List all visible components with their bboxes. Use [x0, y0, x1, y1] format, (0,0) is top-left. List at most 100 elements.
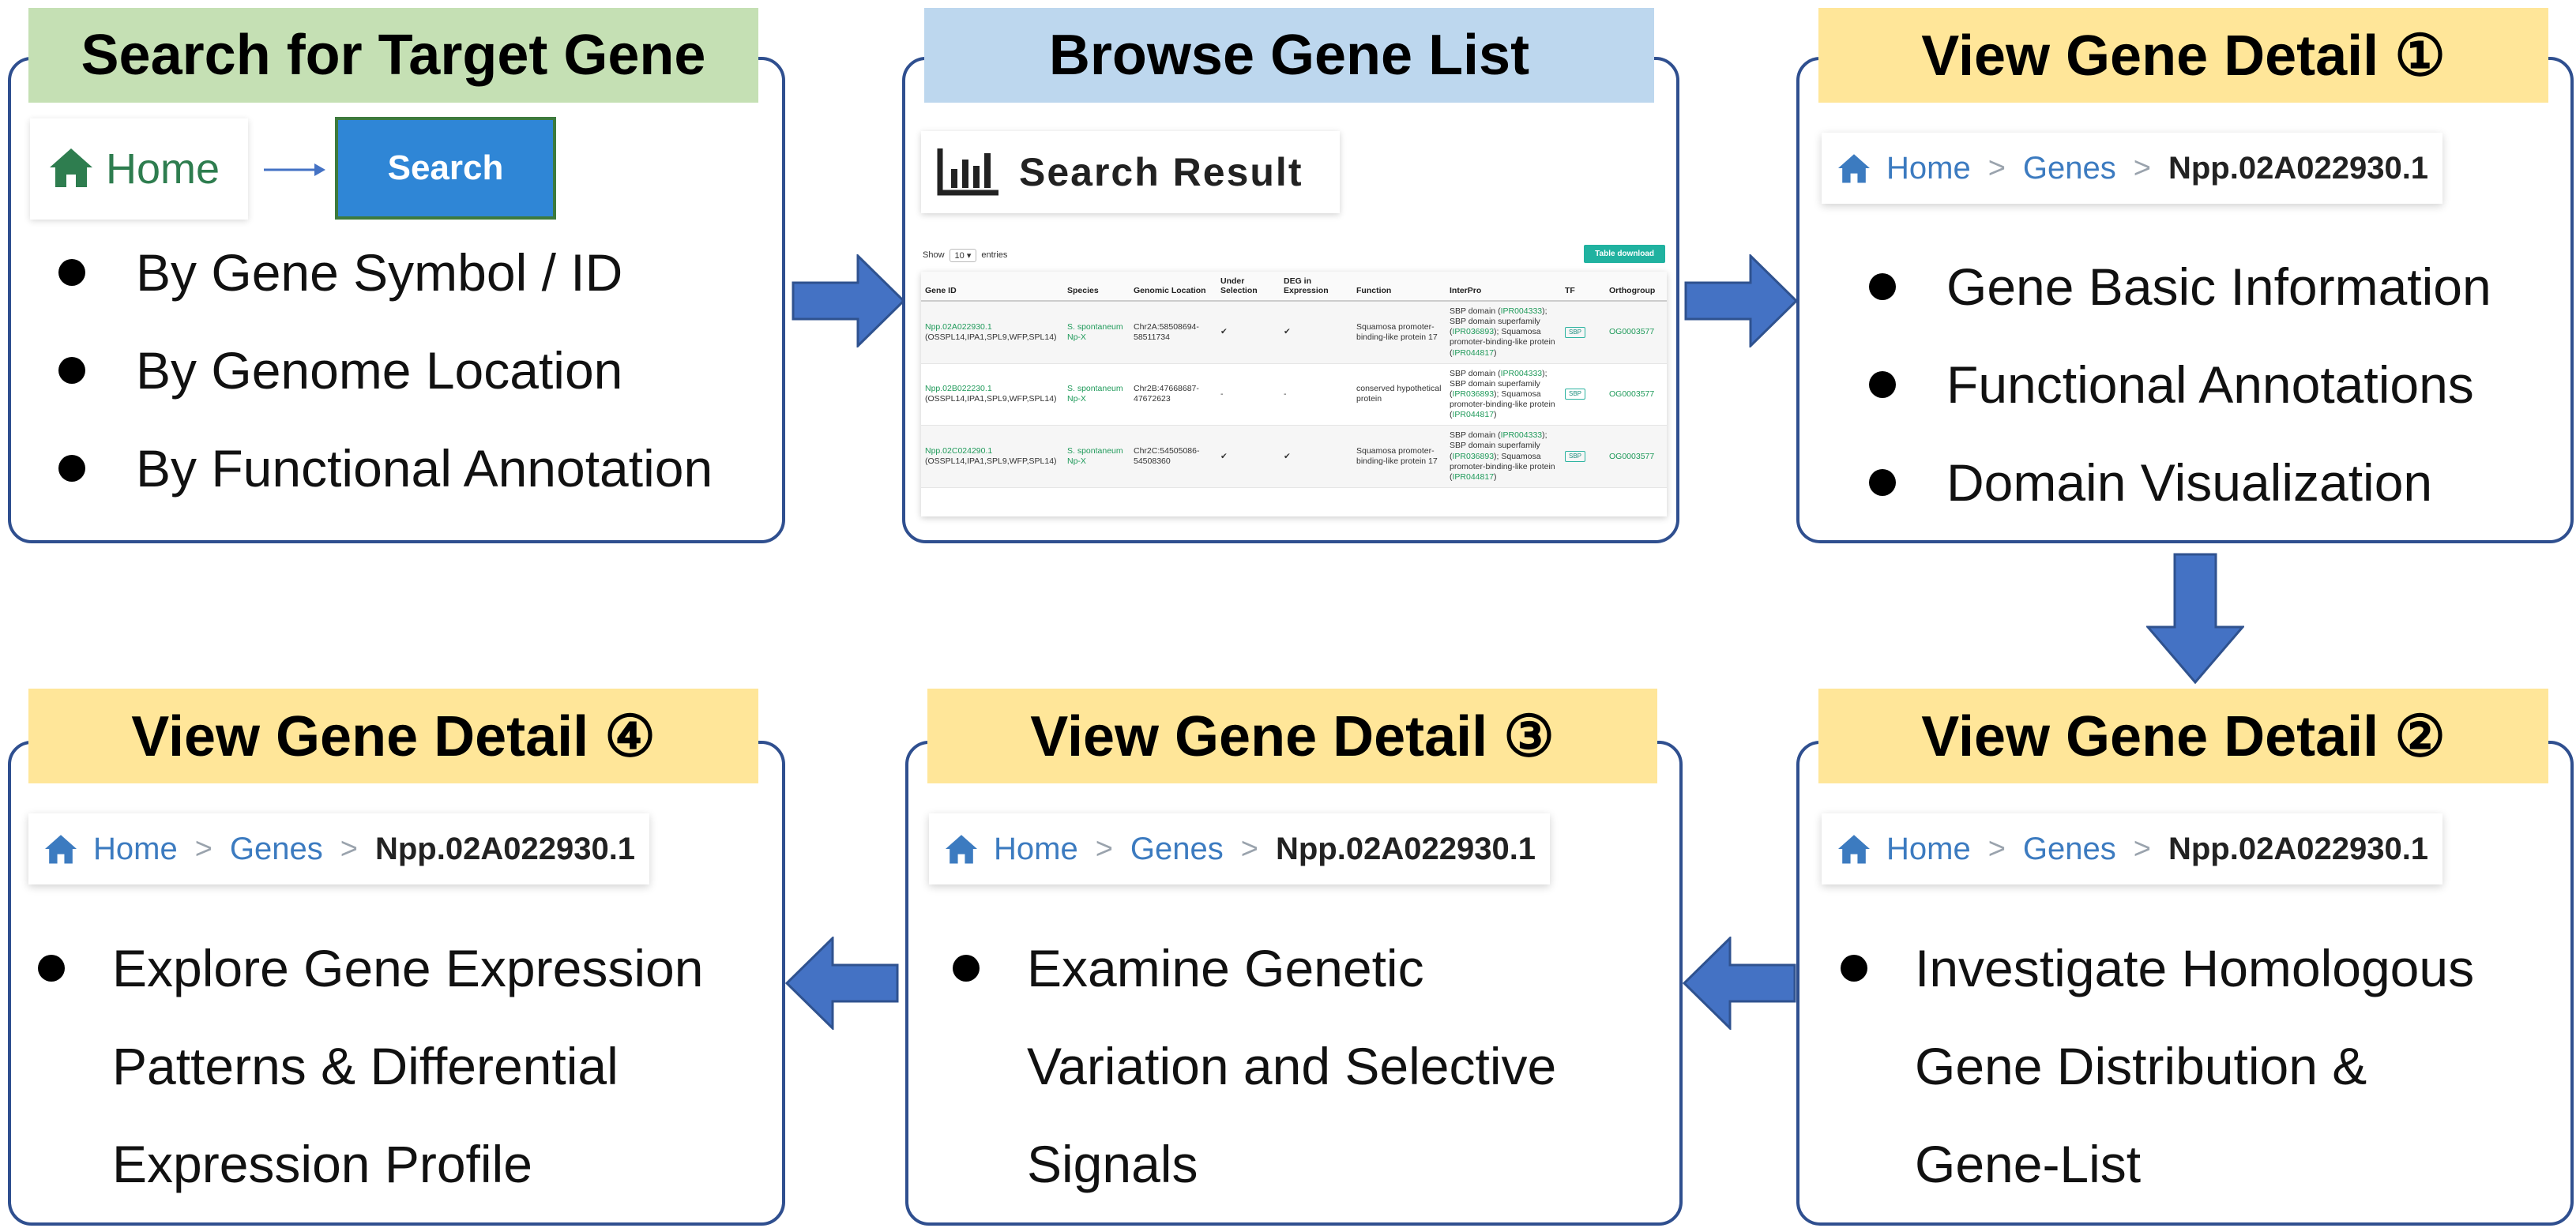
home-icon [45, 835, 77, 864]
tf-badge[interactable]: SBP [1565, 326, 1586, 338]
search-bullets: By Gene Symbol / ID By Genome Location B… [58, 235, 713, 529]
detail-1-bullets: Gene Basic Information Functional Annota… [1869, 250, 2491, 543]
breadcrumb-separator: > [1987, 151, 2006, 185]
panel-detail-1-title: View Gene Detail ① [1818, 8, 2548, 103]
page-size-select[interactable]: 10 ▾ [949, 248, 977, 262]
breadcrumb-separator: > [2133, 832, 2151, 866]
breadcrumb-genes[interactable]: Genes [2022, 150, 2116, 186]
genomic-location: Chr2B:47668687-47672623 [1130, 363, 1217, 426]
bullet-dot [1841, 955, 1867, 982]
arrow-right-icon [1684, 254, 1798, 347]
breadcrumb-current: Npp.02A022930.1 [2168, 150, 2429, 186]
function-cell: Squamosa promoter-binding-like protein 1… [1352, 301, 1446, 364]
orthogroup-link[interactable]: OG0003577 [1609, 327, 1655, 337]
tf-badge[interactable]: SBP [1565, 389, 1586, 400]
species-link[interactable]: S. spontaneum Np-X [1067, 445, 1123, 467]
column-header[interactable]: Function [1352, 272, 1446, 302]
genomic-location: Chr2C:54505086-54508360 [1130, 425, 1217, 488]
breadcrumb-separator: > [340, 832, 358, 866]
deg-cell: ✔ [1280, 301, 1352, 364]
gene-table: Gene ID Species Genomic Location Under S… [921, 272, 1667, 516]
home-icon [47, 146, 95, 193]
column-header[interactable]: InterPro [1446, 272, 1561, 302]
text-line: Variation and Selective [1027, 1037, 1557, 1095]
breadcrumb: Home > Genes > Npp.02A022930.1 [1822, 133, 2443, 204]
genomic-location: Chr2A:58508694-58511734 [1130, 301, 1217, 364]
breadcrumb: Home > Genes > Npp.02A022930.1 [929, 813, 1551, 884]
column-header[interactable]: Species [1063, 272, 1130, 302]
gene-aliases: (OSSPL14,IPA1,SPL9,WFP,SPL14) [925, 332, 1057, 342]
panel-browse-title: Browse Gene List [924, 8, 1654, 103]
arrow-down-icon [2146, 553, 2244, 684]
show-label: Show [923, 250, 945, 260]
tf-badge[interactable]: SBP [1565, 451, 1586, 463]
table-row: Npp.02B022230.1(OSSPL14,IPA1,SPL9,WFP,SP… [921, 363, 1667, 426]
under-selection-cell: ✔ [1217, 425, 1280, 488]
breadcrumb-current: Npp.02A022930.1 [2168, 831, 2429, 866]
breadcrumb-home[interactable]: Home [1886, 150, 1971, 186]
breadcrumb-home[interactable]: Home [1886, 831, 1971, 866]
under-selection-cell: - [1217, 363, 1280, 426]
breadcrumb-separator: > [2133, 151, 2151, 185]
home-link-box[interactable]: Home [30, 118, 248, 220]
deg-cell: ✔ [1280, 425, 1352, 488]
list-item: Functional Annotations [1869, 347, 2491, 445]
arrow-right-icon [792, 254, 905, 347]
arrow-right-icon [264, 163, 325, 176]
bullet-dot [38, 955, 65, 982]
function-cell: conserved hypothetical protein [1352, 363, 1446, 426]
panel-detail-3-title: View Gene Detail ③ [927, 689, 1657, 783]
list-item: Domain Visualization [1869, 445, 2491, 543]
breadcrumb-current: Npp.02A022930.1 [1275, 831, 1536, 866]
search-button[interactable]: Search [335, 117, 556, 220]
search-button-label: Search [387, 148, 504, 187]
breadcrumb-separator: > [1987, 832, 2006, 866]
text-line: Explore Gene Expression [112, 939, 704, 997]
gene-aliases: (OSSPL14,IPA1,SPL9,WFP,SPL14) [925, 456, 1057, 467]
function-cell: Squamosa promoter-binding-like protein 1… [1352, 425, 1446, 488]
orthogroup-link[interactable]: OG0003577 [1609, 389, 1655, 399]
gene-aliases: (OSSPL14,IPA1,SPL9,WFP,SPL14) [925, 394, 1057, 404]
panel-search-title: Search for Target Gene [28, 8, 758, 103]
panel-detail-2-title: View Gene Detail ② [1818, 689, 2548, 783]
home-icon [1838, 154, 1870, 183]
table-download-button[interactable]: Table download [1584, 245, 1665, 263]
table-row: Npp.02C024290.1(OSSPL14,IPA1,SPL9,WFP,SP… [921, 425, 1667, 488]
text-line: Expression Profile [112, 1135, 532, 1193]
column-header[interactable]: Orthogroup [1605, 272, 1667, 302]
column-header[interactable]: DEG in Expression [1280, 272, 1352, 302]
home-label: Home [106, 145, 220, 193]
species-link[interactable]: S. spontaneum Np-X [1067, 384, 1123, 404]
text-line: Gene-List [1915, 1135, 2142, 1193]
column-header[interactable]: TF [1561, 272, 1605, 302]
list-item: Gene Basic Information [1869, 250, 2491, 347]
breadcrumb-genes[interactable]: Genes [1130, 831, 1224, 866]
breadcrumb: Home > Genes > Npp.02A022930.1 [1822, 813, 2443, 884]
breadcrumb-separator: > [1240, 832, 1258, 866]
species-link[interactable]: S. spontaneum Np-X [1067, 321, 1123, 342]
detail-2-text: Investigate Homologous Gene Distribution… [1841, 919, 2474, 1213]
breadcrumb-genes[interactable]: Genes [229, 831, 323, 866]
panel-detail-4-title: View Gene Detail ④ [28, 689, 758, 783]
breadcrumb-home[interactable]: Home [93, 831, 178, 866]
column-header[interactable]: Genomic Location [1130, 272, 1217, 302]
bar-chart-icon [937, 145, 1000, 200]
gene-id-link[interactable]: Npp.02A022930.1 [925, 321, 992, 332]
breadcrumb-separator: > [194, 832, 212, 866]
detail-3-text: Examine Genetic Variation and Selective … [953, 919, 1557, 1213]
orthogroup-link[interactable]: OG0003577 [1609, 451, 1655, 461]
text-line: Gene Distribution & [1915, 1037, 2367, 1095]
column-header[interactable]: Under Selection [1217, 272, 1280, 302]
arrow-left-icon [785, 937, 899, 1030]
breadcrumb-current: Npp.02A022930.1 [374, 831, 636, 866]
breadcrumb-separator: > [1095, 832, 1113, 866]
table-controls: Show 10 ▾ entries Table download [923, 245, 1665, 265]
breadcrumb-home[interactable]: Home [994, 831, 1078, 866]
search-result-header: Search Result [921, 131, 1340, 213]
detail-4-text: Explore Gene Expression Patterns & Diffe… [38, 919, 704, 1213]
gene-id-link[interactable]: Npp.02B022230.1 [925, 384, 992, 394]
under-selection-cell: ✔ [1217, 301, 1280, 364]
breadcrumb-genes[interactable]: Genes [2022, 831, 2116, 866]
column-header[interactable]: Gene ID [921, 272, 1063, 302]
gene-id-link[interactable]: Npp.02C024290.1 [925, 445, 993, 456]
